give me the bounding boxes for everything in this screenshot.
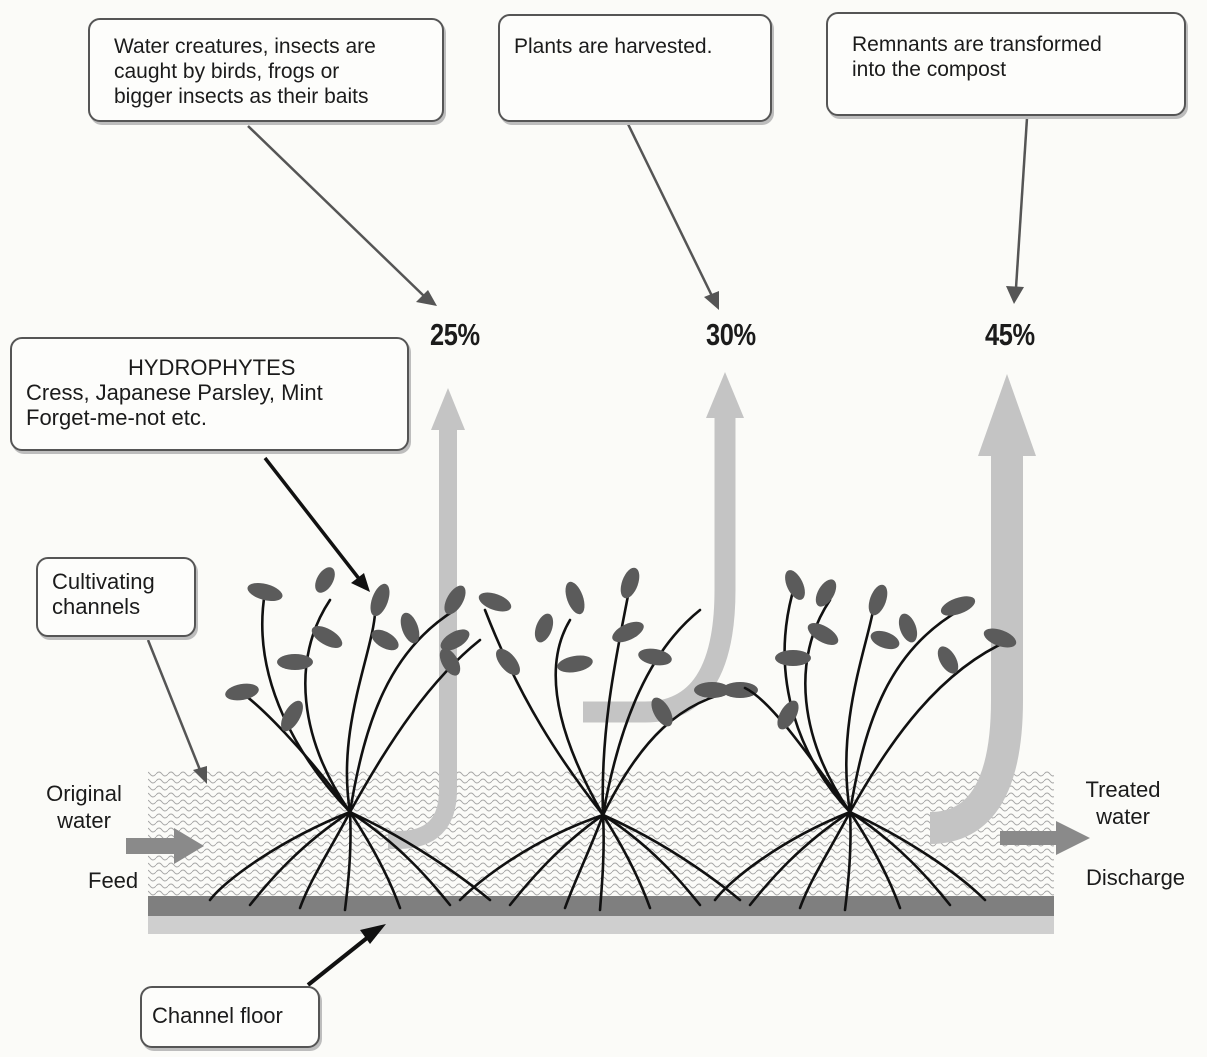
percentage-label: 25% (430, 317, 480, 353)
callout-text-line: Water creatures, insects are (114, 34, 432, 59)
outlet-label: Treated water (1076, 776, 1170, 830)
callout-channel-floor: Channel floor (140, 986, 320, 1048)
callout-text-line: bigger insects as their baits (114, 84, 432, 109)
callout-text-line: Remnants are transformed (852, 32, 1174, 57)
discharge-label: Discharge (1086, 864, 1185, 891)
inlet-label-line: Original (38, 780, 130, 807)
pointer-insects (248, 126, 437, 306)
percentage-label: 30% (706, 317, 756, 353)
outlet-label-line: water (1076, 803, 1170, 830)
callout-harvest: Plants are harvested. (498, 14, 772, 122)
callout-compost: Remnants are transformed into the compos… (826, 12, 1186, 116)
callout-text-line: caught by birds, frogs or (114, 59, 432, 84)
callout-text-line: into the compost (852, 57, 1174, 82)
inlet-label: Original water (38, 780, 130, 834)
pointer-compost (1006, 118, 1027, 304)
callout-text-line: Cress, Japanese Parsley, Mint (26, 380, 397, 405)
callout-hydrophytes: HYDROPHYTES Cress, Japanese Parsley, Min… (10, 337, 409, 451)
percentage-label: 45% (985, 317, 1035, 353)
hydrophytes-title: HYDROPHYTES (26, 355, 397, 380)
pointer-channels (148, 640, 207, 784)
outlet-label-line: Treated (1076, 776, 1170, 803)
callout-text-line: Forget-me-not etc. (26, 405, 397, 430)
feed-label: Feed (88, 867, 138, 894)
callout-text-line: Channel floor (152, 1003, 312, 1028)
callout-insects: Water creatures, insects are caught by b… (88, 18, 444, 122)
pointer-hydrophytes (265, 458, 370, 592)
callout-text-line: channels (52, 594, 188, 619)
callout-text-line: Cultivating (52, 569, 188, 594)
pointer-harvest (628, 124, 719, 310)
callout-cultivating-channels: Cultivating channels (36, 557, 196, 637)
flow-arrow-45 (930, 374, 1036, 828)
callout-text-line: Plants are harvested. (514, 34, 760, 59)
inlet-label-line: water (38, 807, 130, 834)
